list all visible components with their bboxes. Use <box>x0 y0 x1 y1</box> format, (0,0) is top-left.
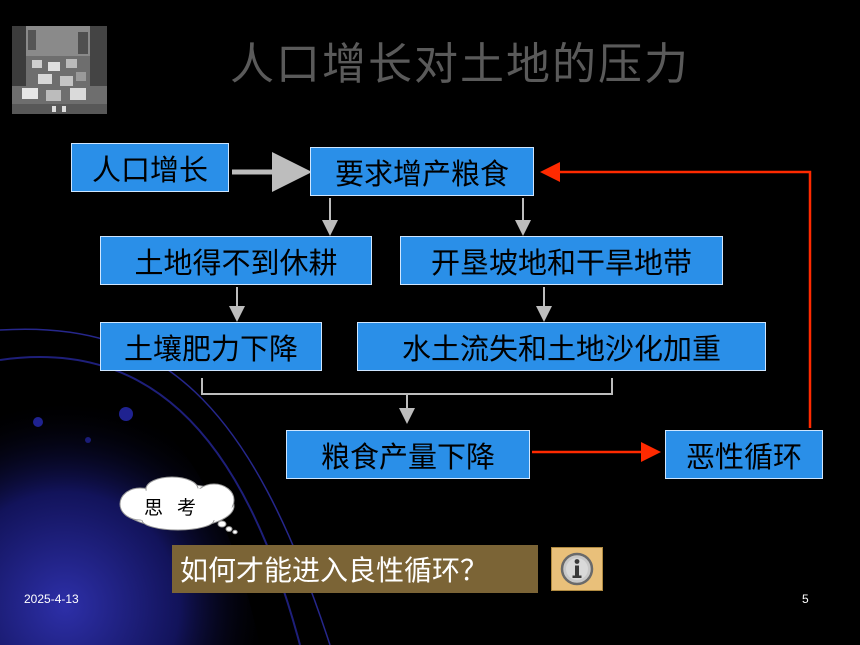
decor-dot-small <box>33 417 43 427</box>
info-icon <box>560 552 594 586</box>
street-photo <box>12 26 107 114</box>
node-demand-food: 要求增产粮食 <box>310 147 534 196</box>
footer-page-number: 5 <box>802 592 809 606</box>
decor-dot-large <box>119 407 133 421</box>
footer-date: 2025-4-13 <box>24 592 79 606</box>
node-population-growth: 人口增长 <box>71 143 229 192</box>
question-banner: 如何才能进入良性循环？ <box>172 545 538 593</box>
node-grain-decline: 粮食产量下降 <box>286 430 530 479</box>
node-no-fallow: 土地得不到休耕 <box>100 236 372 285</box>
question-text: 如何才能进入良性循环？ <box>180 554 489 587</box>
node-reclaim-land: 开垦坡地和干旱地带 <box>400 236 723 285</box>
node-erosion: 水土流失和土地沙化加重 <box>357 322 766 371</box>
node-soil-fertility: 土壤肥力下降 <box>100 322 322 371</box>
node-vicious-cycle: 恶性循环 <box>665 430 823 479</box>
thought-bubble-label: 思 考 <box>144 497 201 519</box>
slide-title: 人口增长对土地的压力 <box>230 39 690 90</box>
info-button[interactable] <box>551 547 603 591</box>
